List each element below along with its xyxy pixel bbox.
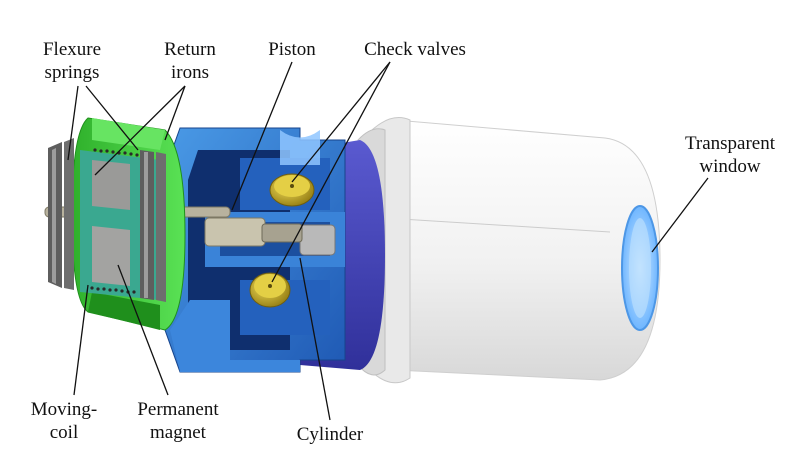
housing [357, 117, 661, 384]
label-moving-coil: Moving- coil [30, 399, 98, 443]
label-transparent-window: Transparent window [684, 133, 776, 177]
label-piston: Piston [268, 39, 316, 60]
check-valve-upper [269, 173, 315, 207]
label-return-irons: Return irons [164, 39, 216, 83]
label-cylinder: Cylinder [296, 424, 364, 445]
flexure-spring-right [140, 150, 166, 302]
label-permanent-magnet: Permanent magnet [137, 399, 219, 443]
label-flexure-springs: Flexure springs [42, 39, 102, 83]
flexure-spring-left [48, 138, 74, 290]
label-check-valves: Check valves [364, 39, 466, 60]
check-valve-lower [249, 272, 291, 308]
pump-body [164, 127, 385, 373]
linear-motor [48, 117, 186, 331]
leader-lines [67, 61, 709, 421]
transparent-window [621, 205, 659, 331]
